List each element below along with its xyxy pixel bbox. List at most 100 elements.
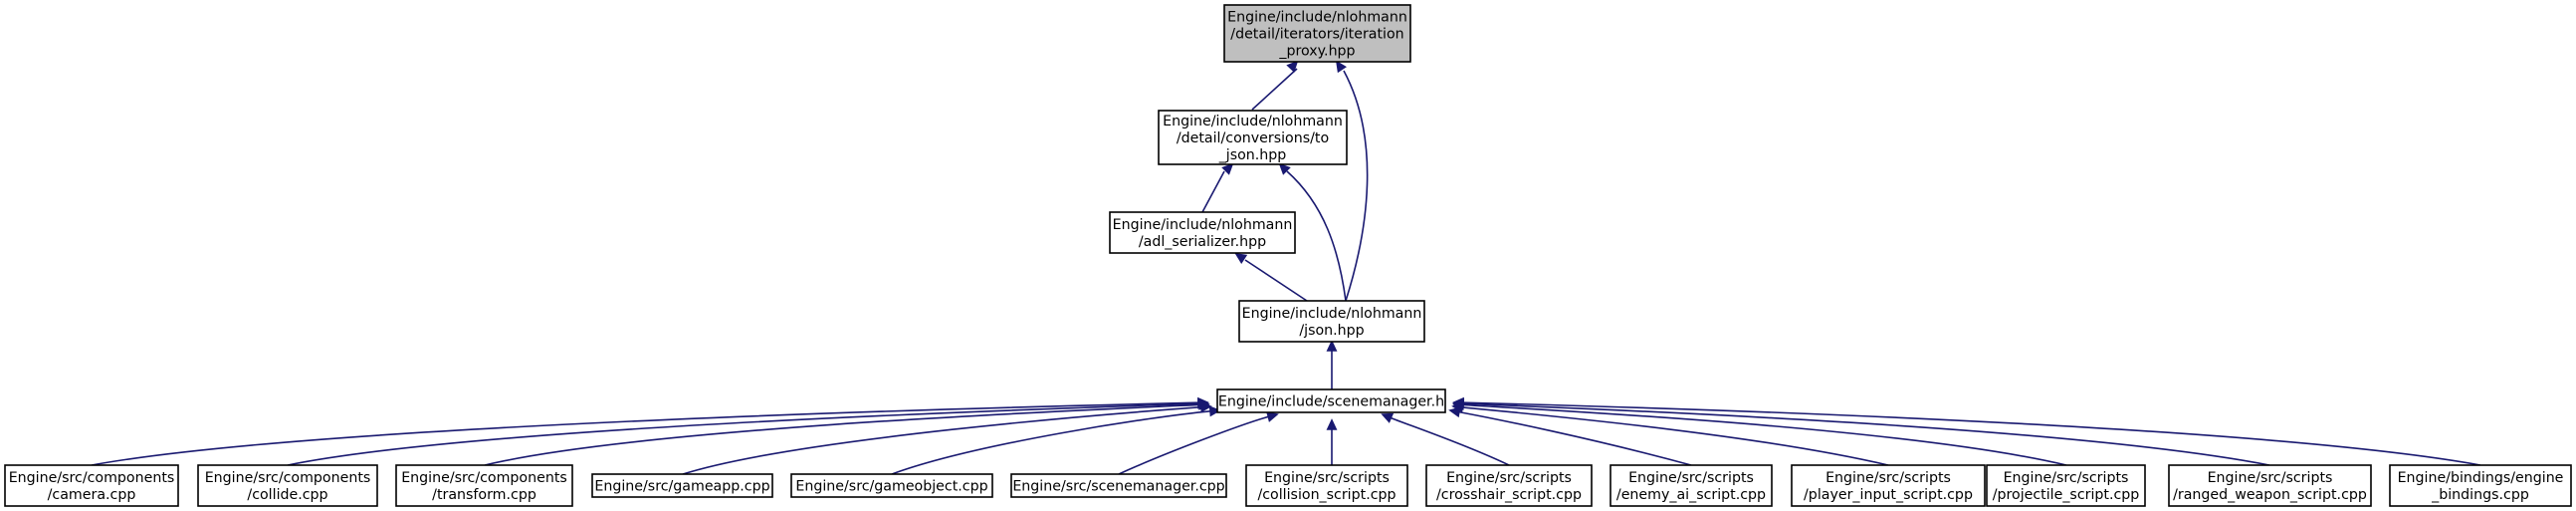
node-label-line: Engine/include/nlohmann xyxy=(1113,217,1293,233)
edges-layer xyxy=(91,60,2481,475)
node-label-line: /crosshair_script.cpp xyxy=(1436,487,1582,503)
node-projectile-script[interactable]: Engine/src/scripts/projectile_script.cpp xyxy=(1986,464,2146,507)
node-box xyxy=(1158,110,1348,165)
node-enemy-ai-script[interactable]: Engine/src/scripts/enemy_ai_script.cpp xyxy=(1610,464,1773,507)
node-label-line: /enemy_ai_script.cpp xyxy=(1616,487,1766,503)
node-label-line: /detail/iterators/iteration xyxy=(1230,27,1403,43)
arrowhead-icon xyxy=(1326,340,1338,352)
node-box xyxy=(1109,211,1296,254)
node-label-line: /adl_serializer.hpp xyxy=(1139,234,1266,250)
node-player-input-script[interactable]: Engine/src/scripts/player_input_script.c… xyxy=(1791,464,1986,507)
arrowhead-icon xyxy=(1326,418,1338,430)
arrowhead-icon xyxy=(1221,162,1234,175)
node-label-line: _bindings.cpp xyxy=(2431,487,2529,503)
node-label-line: Engine/src/scripts xyxy=(1825,470,1951,486)
edge-line xyxy=(1201,170,1225,213)
edge-enemy_ai_script-to-scenemanager_h xyxy=(1448,406,1692,466)
arrowhead-icon xyxy=(1452,396,1464,408)
edge-line xyxy=(1462,403,2067,466)
edge-gameobject-to-scenemanager_h xyxy=(891,405,1221,475)
edge-transform-to-scenemanager_h xyxy=(484,398,1210,466)
node-label-line: Engine/src/scripts xyxy=(1446,470,1572,486)
edge-line xyxy=(287,402,1199,466)
node-label-line: Engine/include/scenemanager.h xyxy=(1218,394,1444,410)
node-label-line: /transform.cpp xyxy=(432,487,537,503)
node-label-line: /player_input_script.cpp xyxy=(1804,487,1973,503)
node-box xyxy=(1216,388,1446,413)
arrowhead-icon xyxy=(1448,406,1461,418)
node-label-line: Engine/src/scripts xyxy=(1264,470,1390,486)
node-label-line: Engine/src/scenemanager.cpp xyxy=(1012,479,1224,495)
node-label-line: Engine/src/components xyxy=(401,470,567,486)
edge-line xyxy=(1462,402,2270,466)
node-label-line: Engine/src/scripts xyxy=(2004,470,2129,486)
edge-line xyxy=(1458,410,1692,466)
edge-line xyxy=(1286,170,1347,302)
node-box xyxy=(395,464,573,507)
edge-line xyxy=(1244,259,1308,302)
node-box xyxy=(1610,464,1773,507)
node-ranged-weapon-script[interactable]: Engine/src/scripts/ranged_weapon_script.… xyxy=(2168,464,2372,507)
nodes-layer: Engine/include/nlohmann/detail/iterators… xyxy=(4,4,2572,507)
node-gameapp[interactable]: Engine/src/gameapp.cpp xyxy=(591,473,773,498)
node-collision-script[interactable]: Engine/src/scripts/collision_script.cpp xyxy=(1245,464,1408,507)
edge-line xyxy=(1390,416,1510,466)
arrowhead-icon xyxy=(1234,252,1248,264)
node-label-line: Engine/include/nlohmann xyxy=(1242,306,1422,322)
node-label-line: Engine/src/scripts xyxy=(2208,470,2333,486)
node-label-line: Engine/include/nlohmann xyxy=(1163,114,1343,129)
node-label-line: Engine/include/nlohmann xyxy=(1227,10,1407,26)
arrowhead-icon xyxy=(1335,60,1347,74)
node-label-line: Engine/src/scripts xyxy=(1628,470,1754,486)
node-label-line: /collide.cpp xyxy=(247,487,327,503)
arrowhead-icon xyxy=(1381,412,1395,423)
edge-json-to-to_json xyxy=(1278,162,1347,302)
node-label-line: Engine/src/components xyxy=(205,470,371,486)
edge-line xyxy=(682,405,1202,475)
edge-line xyxy=(891,410,1211,475)
node-iteration-proxy: Engine/include/nlohmann/detail/iterators… xyxy=(1223,4,1411,63)
node-engine-bindings[interactable]: Engine/bindings/engine_bindings.cpp xyxy=(2389,464,2572,507)
edge-adl_serializer-to-to_json xyxy=(1201,162,1234,213)
node-box xyxy=(2389,464,2572,507)
edge-scenemanager_h-to-json xyxy=(1326,340,1338,389)
edge-to_json-to-iteration_proxy xyxy=(1251,60,1299,111)
arrowhead-icon xyxy=(1266,411,1279,422)
node-transform[interactable]: Engine/src/components/transform.cpp xyxy=(395,464,573,507)
edge-line xyxy=(91,401,1199,466)
edge-gameapp-to-scenemanager_h xyxy=(682,401,1212,475)
node-box xyxy=(1245,464,1408,507)
node-label-line: Engine/src/components xyxy=(9,470,175,486)
arrowhead-icon xyxy=(1286,60,1299,73)
edge-line xyxy=(1251,68,1298,111)
node-label-line: /collision_script.cpp xyxy=(1257,487,1395,503)
edge-line xyxy=(1461,406,1889,466)
edge-engine_bindings-to-scenemanager_h xyxy=(1452,396,2481,466)
node-adl-serializer[interactable]: Engine/include/nlohmann/adl_serializer.h… xyxy=(1109,211,1296,254)
edge-line xyxy=(1118,415,1269,475)
node-scenemanager-cpp[interactable]: Engine/src/scenemanager.cpp xyxy=(1010,473,1227,498)
node-label-line: /projectile_script.cpp xyxy=(1993,487,2140,503)
arrowhead-icon xyxy=(1278,162,1291,175)
edge-line xyxy=(484,403,1200,466)
edge-projectile_script-to-scenemanager_h xyxy=(1452,399,2067,466)
node-box xyxy=(1010,473,1227,498)
node-label-line: /detail/conversions/to xyxy=(1177,130,1329,146)
node-json[interactable]: Engine/include/nlohmann/json.hpp xyxy=(1238,300,1425,343)
node-to-json[interactable]: Engine/include/nlohmann/detail/conversio… xyxy=(1158,110,1348,165)
edge-line xyxy=(1462,401,2481,466)
node-scenemanager-h[interactable]: Engine/include/scenemanager.h xyxy=(1216,388,1446,413)
edge-json-to-iteration_proxy xyxy=(1335,60,1369,302)
arrowhead-icon xyxy=(1199,401,1212,413)
node-collide[interactable]: Engine/src/components/collide.cpp xyxy=(197,464,378,507)
node-camera[interactable]: Engine/src/components/camera.cpp xyxy=(4,464,179,507)
node-box xyxy=(1986,464,2146,507)
node-label-line: _proxy.hpp xyxy=(1278,44,1355,60)
node-label-line: /camera.cpp xyxy=(48,487,136,503)
node-box xyxy=(4,464,179,507)
node-box xyxy=(790,473,993,498)
node-gameobject[interactable]: Engine/src/gameobject.cpp xyxy=(790,473,993,498)
node-crosshair-script[interactable]: Engine/src/scripts/crosshair_script.cpp xyxy=(1425,464,1593,507)
edge-collision_script-to-scenemanager_h xyxy=(1326,418,1338,465)
